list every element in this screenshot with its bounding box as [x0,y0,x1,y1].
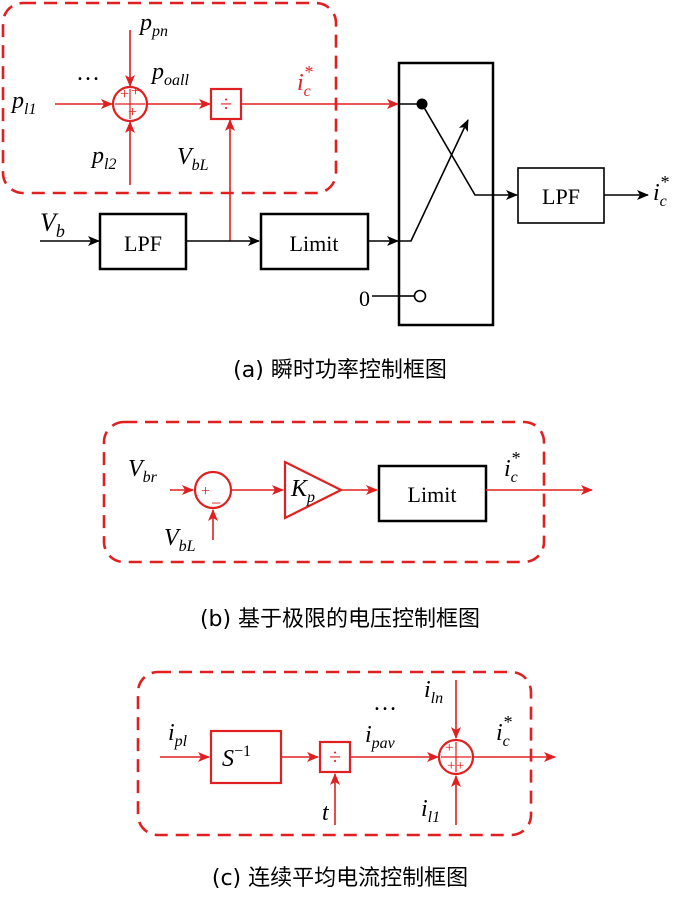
panel-a-dashed-border [1,1,338,195]
lpf-label-2: LPF [542,184,580,209]
label-i-l1: il1 [421,796,440,826]
switch-box [397,61,495,327]
panel-c: S−1 ÷ + + + ipl ipav … iln il1 t ic* (c)… [136,670,556,891]
label-p-pn: ppn [138,10,168,40]
sum-b-plus: + [201,483,210,500]
label-p-l1: pl1 [10,88,36,118]
panel-b-dashed-border [102,420,546,564]
label-i-ln: iln [424,677,443,707]
label-kp: Kp [290,476,315,506]
sum-plus-3: + [128,104,137,121]
limit-block-a [259,212,370,271]
kp-gain-triangle [283,460,344,520]
sum-c-plus-2: + [456,758,464,774]
dots-c: … [373,690,397,716]
label-t: t [322,800,330,826]
zero-label: 0 [359,286,370,311]
label-s-inverse: S−1 [222,743,251,772]
caption-b: (b) 基于极限的电压控制框图 [200,607,480,632]
sum-plus-1: + [120,86,129,103]
divider-symbol-c: ÷ [329,744,341,769]
caption-a: (a) 瞬时功率控制框图 [233,358,447,383]
label-p-l2: pl2 [90,143,116,173]
panel-c-dashed-border [136,670,533,837]
sum-plus-2: + [131,83,140,100]
label-v-bl-a: VbL [177,144,209,174]
label-p-oall: poall [150,59,189,89]
label-ic-star-a-out: ic* [653,172,669,210]
label-v-b: Vb [40,208,65,241]
sum-c-plus-1: + [445,740,453,756]
label-v-br: Vbr [128,456,158,486]
sum-c-plus-3: + [447,758,455,774]
limit-label-b: Limit [408,482,457,507]
divider-block-c [318,740,352,774]
limit-block-b [377,464,488,523]
panel-b: + − Kp Limit Vbr VbL ic* (b) 基于极限的电压控制框图 [102,420,593,632]
lpf-label-1: LPF [124,231,162,256]
switch-path-2 [399,119,469,242]
s-inverse-block [209,729,283,785]
divider-block-a [209,87,243,121]
label-i-pl: ipl [168,720,188,750]
caption-c: (c) 连续平均电流控制框图 [212,866,468,891]
panel-a: + + + ÷ LPF Limit 0 [1,1,669,383]
label-i-pav: ipav [365,722,396,752]
divider-symbol-a: ÷ [220,91,232,116]
label-ic-star-c: ic* [496,712,512,750]
label-ic-star-b: ic* [504,448,520,486]
label-ic-star-a-red: ic* [297,62,313,100]
limit-label-a: Limit [290,231,339,256]
lpf-block-1 [98,212,188,271]
lpf-block-2 [517,167,605,224]
sum-b-minus: − [211,493,221,513]
label-v-bl-b: VbL [164,525,196,555]
switch-path-1 [421,103,493,196]
switch-contact-open [413,289,427,303]
dots-a: … [76,60,100,86]
